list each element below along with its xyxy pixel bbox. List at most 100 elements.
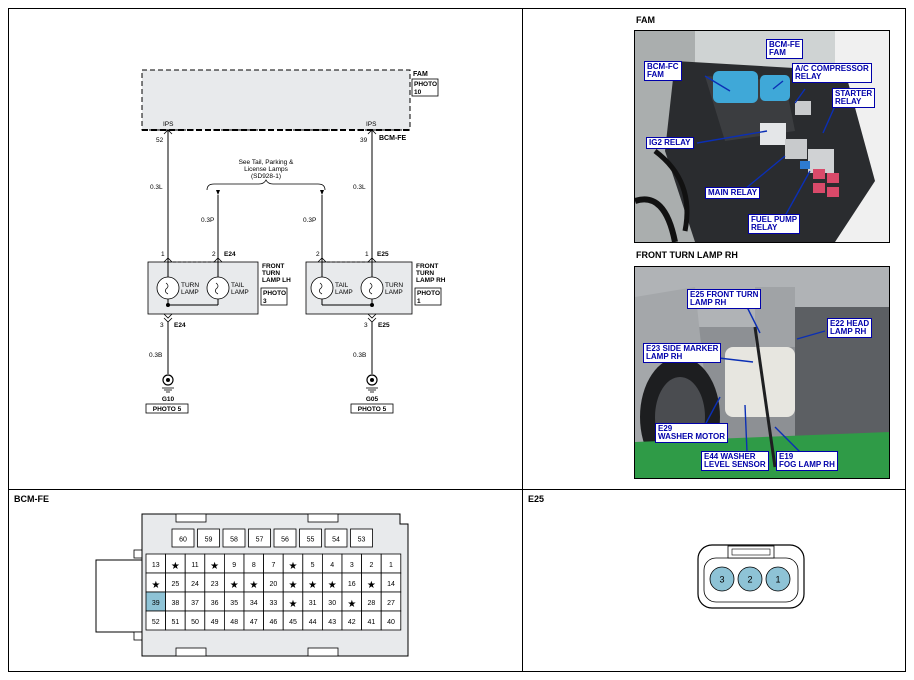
bcm-pin-label: 33 bbox=[270, 600, 278, 607]
bcm-pin-label: ★ bbox=[249, 580, 258, 591]
bcm-pin-label: ★ bbox=[328, 580, 337, 591]
fam-label: FAM bbox=[413, 71, 428, 78]
bcm-pin-label: ★ bbox=[289, 561, 298, 572]
bcm-pin-label: ★ bbox=[151, 580, 160, 591]
bcm-pin-label: 1 bbox=[389, 562, 393, 569]
bcm-pin-label: 45 bbox=[289, 619, 297, 626]
bcm-pin-label: 4 bbox=[330, 562, 334, 569]
bcm-pin-label: 39 bbox=[152, 600, 160, 607]
bcm-connector-title: BCM-FE bbox=[14, 494, 49, 504]
bcm-pin-label: 50 bbox=[191, 619, 199, 626]
g05-photo: PHOTO 5 bbox=[358, 406, 387, 413]
bcm-pin-label: 44 bbox=[309, 619, 317, 626]
bcm-pin-label: ★ bbox=[230, 580, 239, 591]
bcm-pin-label: 7 bbox=[271, 562, 275, 569]
wire-03l-right: 0.3L bbox=[353, 184, 366, 191]
e25-pin-label: 1 bbox=[775, 575, 780, 585]
bcm-pin-label: 13 bbox=[152, 562, 160, 569]
e25-pin bbox=[709, 566, 735, 592]
e25-pin bbox=[737, 566, 763, 592]
bcm-top-pin-cell bbox=[248, 528, 271, 548]
bcm-pin-label: 42 bbox=[348, 619, 356, 626]
lh-pin3: 3 bbox=[160, 322, 164, 329]
e25-connector-title: E25 bbox=[528, 494, 545, 504]
wire-03b-right: 0.3B bbox=[353, 352, 366, 359]
e25-pin-label: 2 bbox=[747, 575, 752, 585]
bcm-top-pin-cell bbox=[350, 528, 373, 548]
bcm-pin-label: 34 bbox=[250, 600, 258, 607]
g10-label: G10 bbox=[162, 396, 175, 403]
bcm-pin-label: 38 bbox=[172, 600, 180, 607]
bcm-pin-label: 25 bbox=[172, 581, 180, 588]
bcm-pin-label: 16 bbox=[348, 581, 356, 588]
label-ig2-relay: IG2 RELAY bbox=[646, 137, 694, 149]
bcm-top-pin-label: 53 bbox=[358, 537, 366, 544]
bcm-pin-cell bbox=[380, 610, 402, 631]
label-e25: E25 FRONT TURN LAMP RH bbox=[687, 289, 762, 309]
bcm-pin-label: 30 bbox=[328, 600, 336, 607]
bcm-pin-label: ★ bbox=[289, 580, 298, 591]
turn-photo-title: FRONT TURN LAMP RH bbox=[636, 250, 738, 260]
label-main-relay: MAIN RELAY bbox=[705, 187, 761, 199]
fam-photo-title: FAM bbox=[636, 15, 655, 25]
g05-label: G05 bbox=[366, 396, 379, 403]
bcm-pin-label: 31 bbox=[309, 600, 317, 607]
label-bcm-fe: BCM-FE FAM bbox=[766, 39, 804, 59]
bcm-pin-label: 24 bbox=[191, 581, 199, 588]
bcm-pin-label: 41 bbox=[368, 619, 376, 626]
bcm-top-pin-cell bbox=[273, 528, 297, 548]
rh-conn-bottom: E25 bbox=[378, 322, 390, 329]
bcm-pin-label: 11 bbox=[191, 562, 198, 569]
turn-photo-art bbox=[635, 267, 889, 478]
rh-pin2: 2 bbox=[316, 251, 320, 258]
bcm-pin-label: 49 bbox=[211, 619, 219, 626]
lh-conn-bottom: E24 bbox=[174, 322, 186, 329]
bcm-pin-label: 28 bbox=[368, 600, 376, 607]
bcm-pin-label: 9 bbox=[232, 562, 236, 569]
bcm-pin-label: 52 bbox=[152, 619, 160, 626]
label-e19: E19 FOG LAMP RH bbox=[776, 451, 838, 471]
ips-left: IPS bbox=[163, 121, 174, 128]
bcm-pin-label: 14 bbox=[387, 581, 395, 588]
lh-pin1: 1 bbox=[161, 251, 165, 258]
fam-photo-box bbox=[411, 78, 439, 97]
bcm-pin-label: 3 bbox=[350, 562, 354, 569]
bcm-pin-label: 2 bbox=[369, 562, 373, 569]
bcm-pin-label: 37 bbox=[191, 600, 199, 607]
label-e23: E23 SIDE MARKER LAMP RH bbox=[643, 343, 722, 363]
bcm-top-pin-label: 54 bbox=[332, 537, 340, 544]
lh-pin2: 2 bbox=[212, 251, 216, 258]
bcm-pin-label: ★ bbox=[289, 599, 298, 610]
bcm-pin-label: 27 bbox=[387, 600, 395, 607]
lh-conn-top: E24 bbox=[224, 251, 236, 258]
bcm-top-pin-cell bbox=[171, 528, 195, 548]
bcm-pin-label: ★ bbox=[171, 561, 180, 572]
vertical-divider bbox=[522, 8, 523, 672]
bcm-pin-label: 46 bbox=[270, 619, 278, 626]
bcm-pin-label: 35 bbox=[230, 600, 238, 607]
fam-box bbox=[141, 69, 411, 131]
wire-03p-left: 0.3P bbox=[201, 217, 214, 224]
g10-photo: PHOTO 5 bbox=[153, 406, 182, 413]
diagram-frame bbox=[8, 8, 906, 672]
bcm-pin-label: 36 bbox=[211, 600, 219, 607]
bcm-top-pin-label: 58 bbox=[230, 537, 238, 544]
bcm-pin-label: ★ bbox=[367, 580, 376, 591]
label-starter-relay: STARTER RELAY bbox=[832, 88, 876, 108]
e25-pin bbox=[765, 566, 791, 592]
bcm-pin-label: 40 bbox=[387, 619, 395, 626]
bcm-pin-label: ★ bbox=[347, 599, 356, 610]
bcm-pin-label: 48 bbox=[230, 619, 238, 626]
rh-pin1: 1 bbox=[365, 251, 369, 258]
bcm-pin-label: 23 bbox=[211, 581, 219, 588]
bcm-top-pin-label: 56 bbox=[281, 537, 289, 544]
